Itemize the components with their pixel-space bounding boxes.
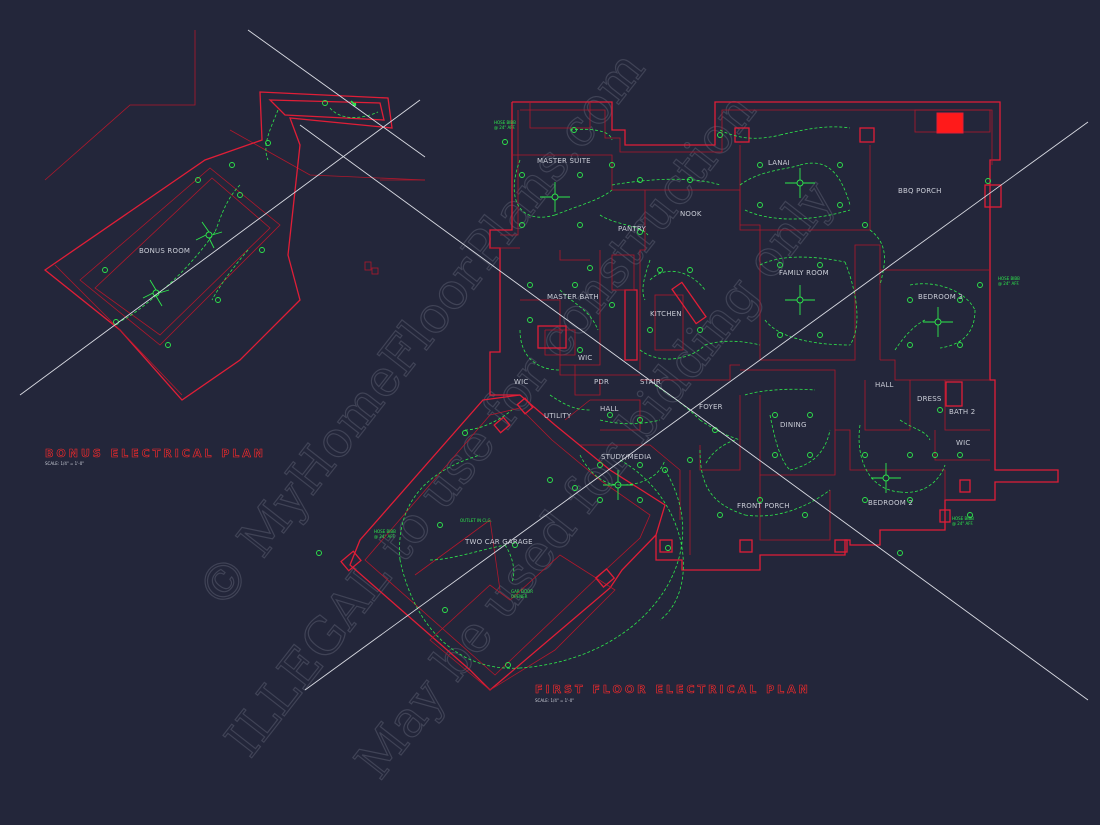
ceiling-fan-icon xyxy=(923,307,953,337)
room-label-dining: DINING xyxy=(780,421,807,429)
room-labels: MASTER SUITE NOOK LANAI BBQ PORCH PANTRY… xyxy=(464,157,975,546)
room-label-nook: NOOK xyxy=(680,210,702,218)
room-label-hall-1: HALL xyxy=(600,405,619,413)
first-floor-cross-line-a xyxy=(299,124,1089,701)
room-label-family-room: FAMILY ROOM xyxy=(779,269,829,277)
note-hose-bibb-4b: @ 24" AFF. xyxy=(374,534,396,539)
room-label-dress: DRESS xyxy=(917,395,942,403)
room-label-pdr: PDR xyxy=(594,378,609,386)
note-hose-bibb-2a: HOSE BIBB xyxy=(998,276,1020,281)
first-floor-plan-scale: SCALE: 1/4" = 1'-0" xyxy=(535,698,574,703)
room-label-wic-3: WIC xyxy=(956,439,970,447)
room-label-hall-2: HALL xyxy=(875,381,894,389)
room-label-lanai: LANAI xyxy=(768,159,790,167)
ceiling-fan-icon xyxy=(785,168,815,198)
note-hose-bibb-2b: @ 24" AFF. xyxy=(998,281,1020,286)
bonus-walls xyxy=(43,30,426,401)
first-floor-plan-title: FIRST FLOOR ELECTRICAL PLAN xyxy=(535,683,811,696)
room-label-stair: STAIR xyxy=(640,378,661,386)
bonus-plan-title: BONUS ELECTRICAL PLAN xyxy=(45,447,266,460)
room-label-kitchen: KITCHEN xyxy=(650,310,682,318)
bonus-cross-line-a xyxy=(247,29,426,158)
ceiling-fan-icon xyxy=(195,221,223,249)
room-label-foyer: FOYER xyxy=(699,403,723,411)
ceiling-fan-icon xyxy=(142,279,170,307)
room-label-master-suite: MASTER SUITE xyxy=(537,157,591,165)
watermark-line-2: ILLEGAL to use for construction xyxy=(214,82,767,767)
electrical-notes: HOSE BIBB @ 24" AFF. HOSE BIBB @ 24" AFF… xyxy=(374,120,1020,599)
bonus-plan-scale: SCALE: 1/4" = 1'-0" xyxy=(45,461,84,466)
note-garage-door-opener-b: OPENER xyxy=(511,594,528,599)
first-floor-wiring xyxy=(316,126,991,669)
note-garage-door-opener-a: GAR DOOR xyxy=(511,589,533,594)
ceiling-fan-icon xyxy=(603,470,633,500)
note-hose-bibb-3b: @ 24" AFF. xyxy=(952,521,974,526)
cross-out-lines xyxy=(19,29,1089,701)
note-hose-bibb-1b: @ 24" AFF. xyxy=(494,125,516,130)
note-hose-bibb-3a: HOSE BIBB xyxy=(952,516,974,521)
room-label-wic-1: WIC xyxy=(578,354,592,362)
room-label-two-car-garage: TWO CAR GARAGE xyxy=(464,538,533,546)
first-floor-cross-line-b xyxy=(304,121,1089,691)
note-outlet-in-ceiling: OUTLET IN CLG. xyxy=(460,518,492,523)
ceiling-fan-icon xyxy=(540,182,570,212)
room-label-bath-2: BATH 2 xyxy=(949,408,975,416)
room-label-utility: UTILITY xyxy=(544,412,572,420)
bonus-cross-line-b xyxy=(19,99,421,396)
ceiling-fan-icon xyxy=(785,285,815,315)
stair-arrow-icon: ↘ xyxy=(350,99,357,108)
room-label-bbq-porch: BBQ PORCH xyxy=(898,187,942,195)
room-label-bedroom-3: BEDROOM 3 xyxy=(918,293,963,301)
bonus-wiring: ↘ xyxy=(102,99,379,348)
bbq-grill-icon xyxy=(936,112,964,134)
room-label-front-porch: FRONT PORCH xyxy=(737,502,790,510)
first-floor-electrical-plan: MASTER SUITE NOOK LANAI BBQ PORCH PANTRY… xyxy=(316,101,1059,703)
ceiling-fan-icon xyxy=(871,463,901,493)
room-label-master-bath: MASTER BATH xyxy=(547,293,599,301)
note-hose-bibb-1a: HOSE BIBB xyxy=(494,120,516,125)
bonus-electrical-plan: ↘ BONUS ROOM BONUS ELECTRICAL PLAN SCALE… xyxy=(43,30,426,466)
room-label-bedroom-2: BEDROOM 2 xyxy=(868,499,913,507)
watermark: © MyHomeFloorPlans.com ILLEGAL to use fo… xyxy=(185,40,847,790)
room-label-pantry: PANTRY xyxy=(618,225,646,233)
light-fixtures xyxy=(316,127,991,668)
room-label-wic-2: WIC xyxy=(514,378,528,386)
note-hose-bibb-4a: HOSE BIBB xyxy=(374,529,396,534)
room-label-bonus-room: BONUS ROOM xyxy=(139,247,190,255)
first-floor-walls xyxy=(340,101,1059,691)
